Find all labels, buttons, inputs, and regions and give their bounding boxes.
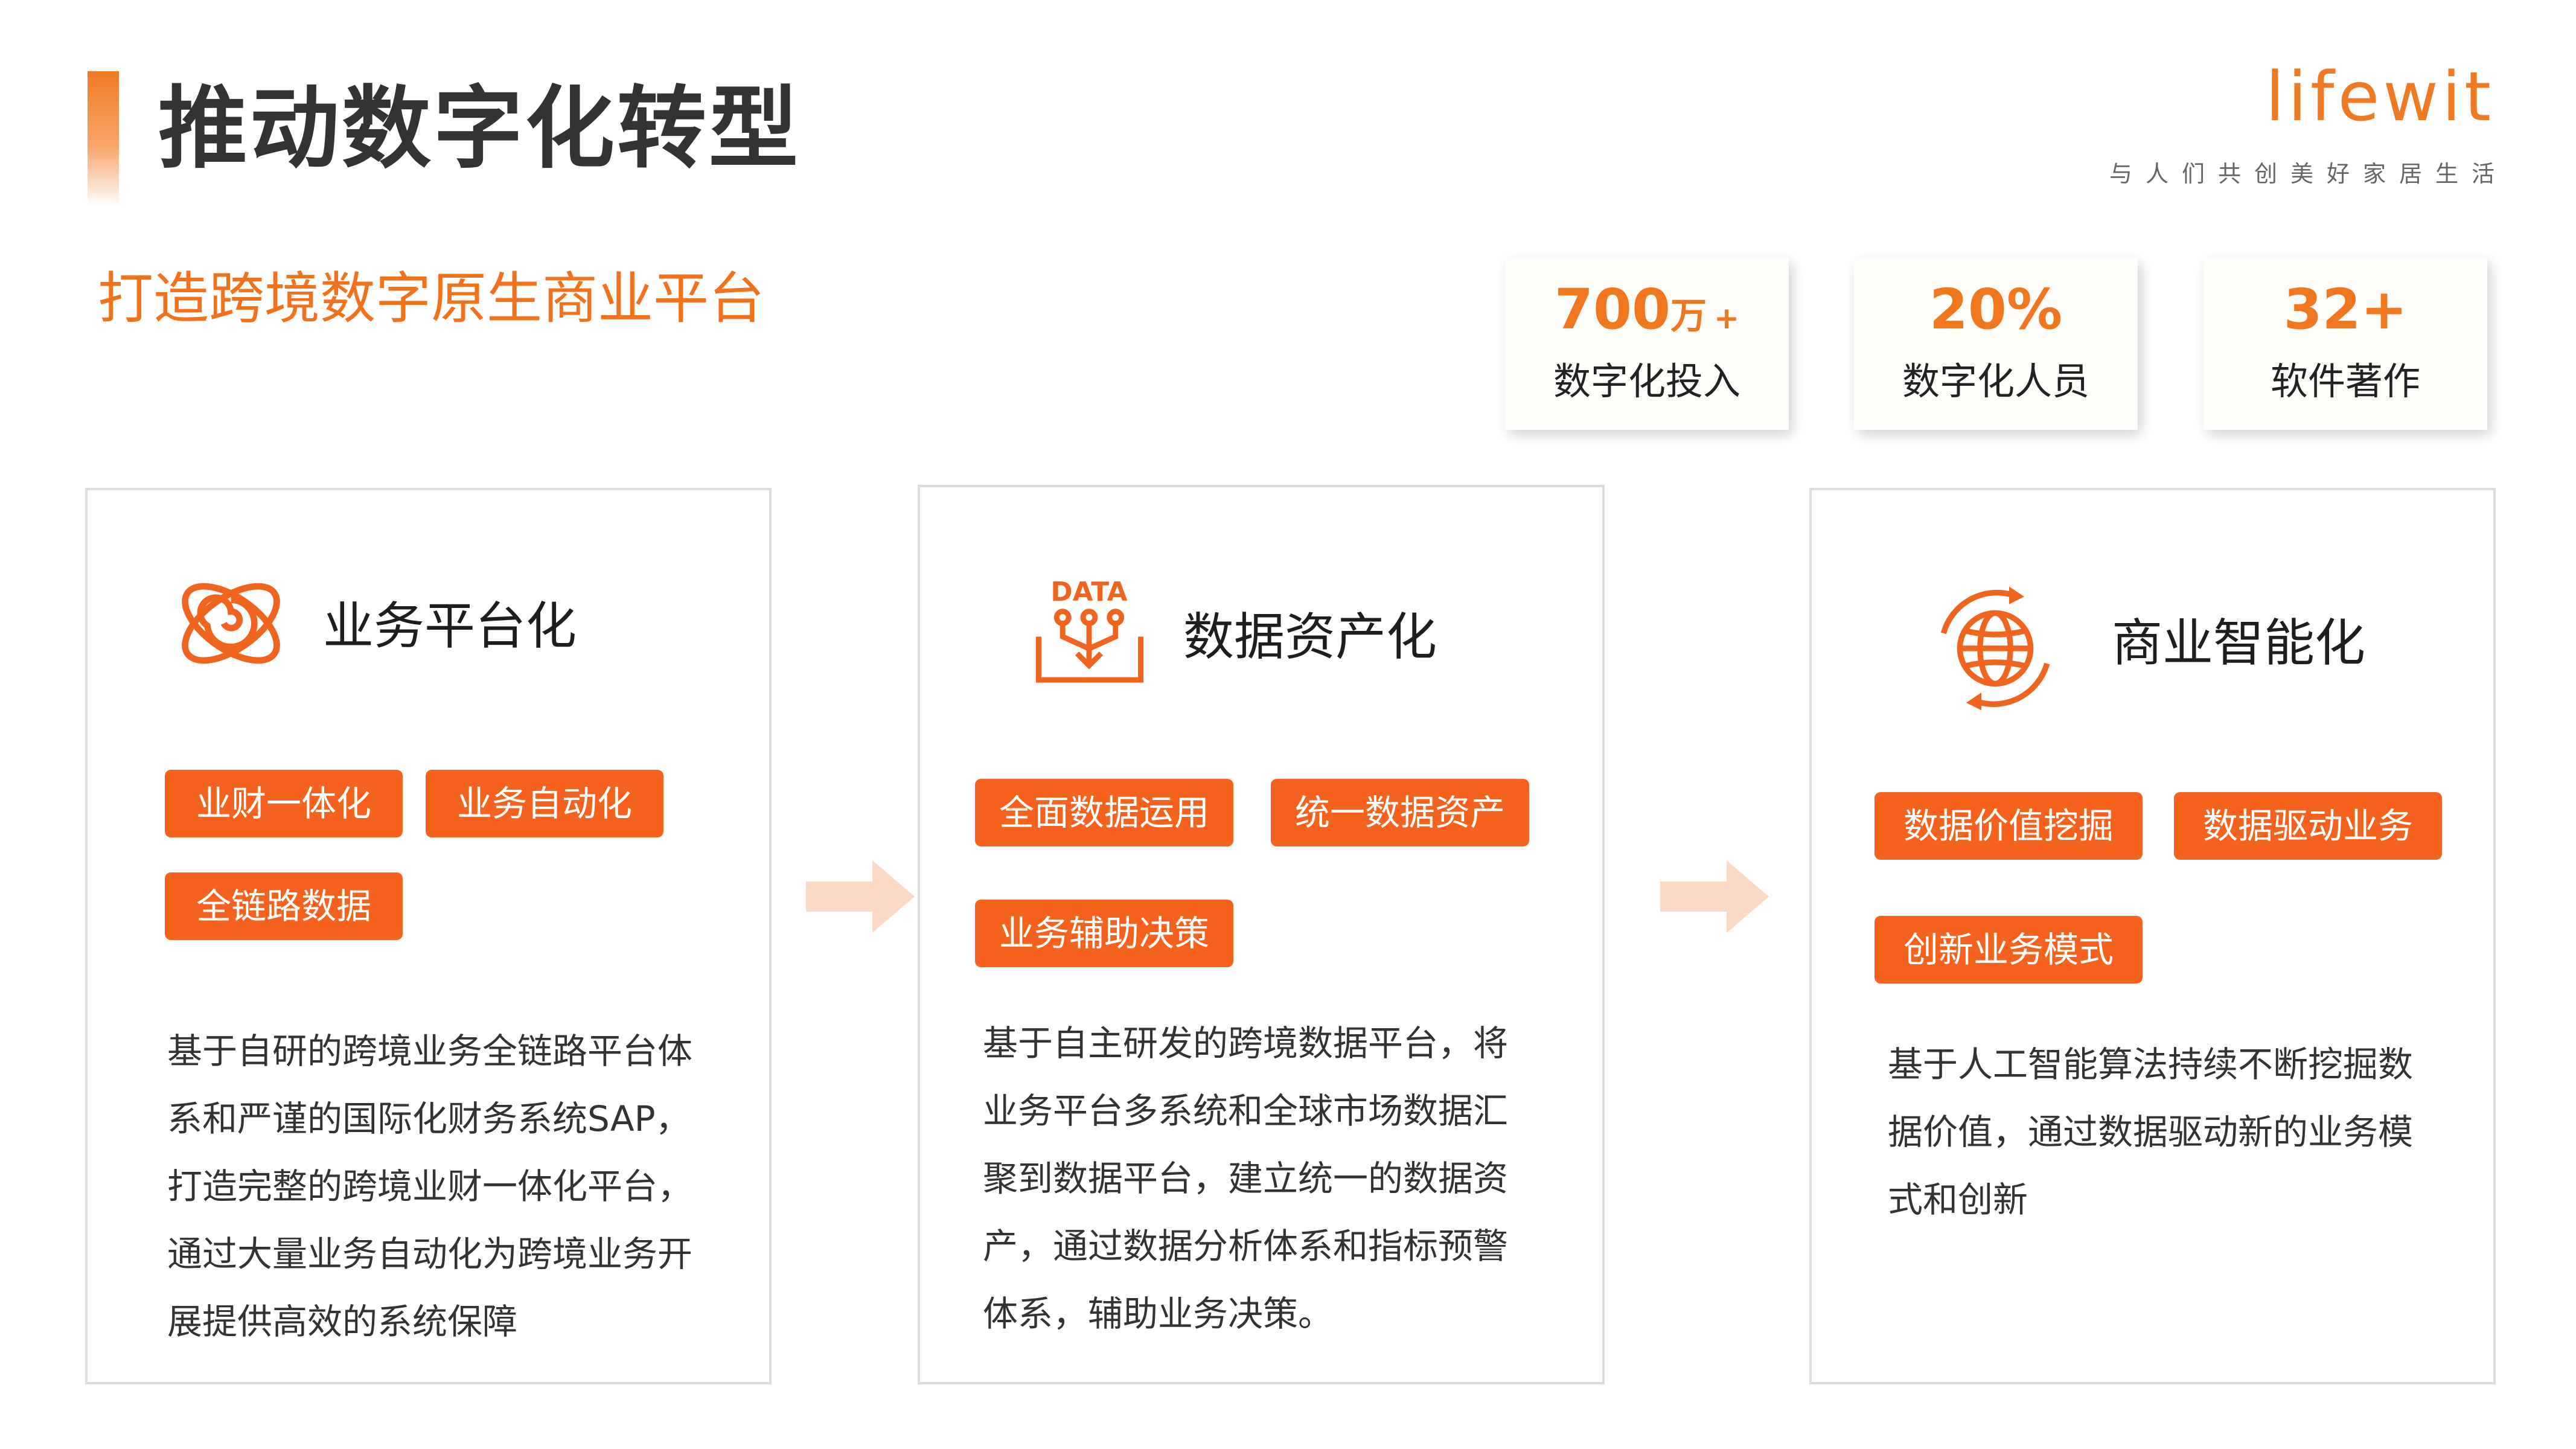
stat-value: 32+ (2283, 277, 2408, 342)
page-title: 推动数字化转型 (158, 77, 801, 181)
stat-unit: 万 (1670, 295, 1707, 337)
logo-wordmark: lifewit (2265, 58, 2495, 136)
svg-text:DATA: DATA (1050, 577, 1127, 607)
tag: 全链路数据 (165, 872, 403, 940)
title-accent-bar (88, 71, 119, 207)
stat-label: 数字化人员 (1902, 359, 2089, 403)
stat-card-staff: 20% 数字化人员 (1854, 258, 2138, 430)
card-description: 基于自主研发的跨境数据平台，将 业务平台多系统和全球市场数据汇 聚到数据平台，建… (983, 1023, 1509, 1334)
flow-arrow (1660, 860, 1769, 933)
card-title: 业务平台化 (323, 597, 577, 656)
card-description: 基于自研的跨境业务全链路平台体 系和严谨的国际化财务系统SAP， 打造完整的跨境… (167, 1031, 693, 1342)
globe-arrows-icon (1926, 583, 2065, 715)
stat-suffix: + (1714, 301, 1739, 336)
flow-arrow (806, 860, 915, 933)
stat-label: 数字化投入 (1553, 359, 1740, 403)
tag: 数据价值挖掘 (1874, 792, 2143, 860)
card-title: 数据资产化 (1183, 607, 1437, 667)
tag: 数据驱动业务 (2174, 792, 2442, 860)
card-description: 基于人工智能算法持续不断挖掘数 据价值，通过数据驱动新的业务模 式和创新 (1888, 1044, 2414, 1220)
page-subtitle: 打造跨境数字原生商业平台 (98, 266, 765, 331)
tag: 统一数据资产 (1271, 779, 1529, 846)
tag: 业务辅助决策 (975, 900, 1233, 967)
tag: 业务自动化 (426, 770, 663, 837)
stat-value: 20% (1929, 277, 2063, 342)
card-title: 商业智能化 (2112, 613, 2366, 673)
stat-value: 700万+ (1555, 277, 1739, 342)
tag: 创新业务模式 (1874, 916, 2143, 984)
tag: 全面数据运用 (975, 779, 1233, 846)
logo-tagline: 与人们共创美好家居生活 (2109, 161, 2508, 187)
data-icon: DATA (1026, 577, 1153, 694)
stat-card-software: 32+ 软件著作 (2204, 258, 2487, 430)
stat-card-investment: 700万+ 数字化投入 (1505, 258, 1789, 430)
orbit-icon (172, 565, 290, 682)
card-data-assets (918, 485, 1605, 1384)
brand-logo: lifewit 与人们共创美好家居生活 (2109, 63, 2495, 188)
tag: 业财一体化 (165, 770, 403, 837)
stat-label: 软件著作 (2270, 359, 2420, 403)
